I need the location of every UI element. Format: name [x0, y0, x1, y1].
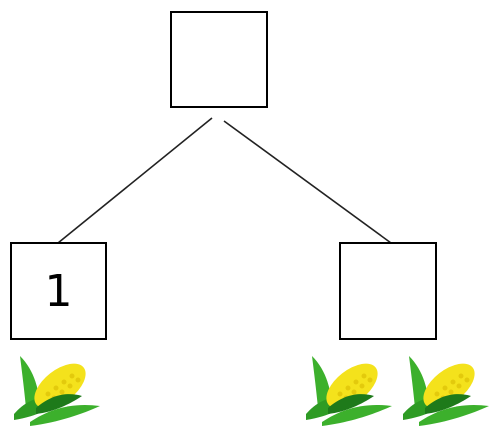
top-number-box[interactable] [170, 11, 268, 108]
corn-icon [403, 356, 489, 426]
connector-right [223, 120, 392, 244]
corn-icon [306, 356, 392, 426]
connector-left [57, 117, 213, 244]
left-number-box[interactable]: 1 [10, 242, 107, 340]
corn-icon [14, 356, 100, 426]
right-number-box[interactable] [339, 242, 437, 340]
